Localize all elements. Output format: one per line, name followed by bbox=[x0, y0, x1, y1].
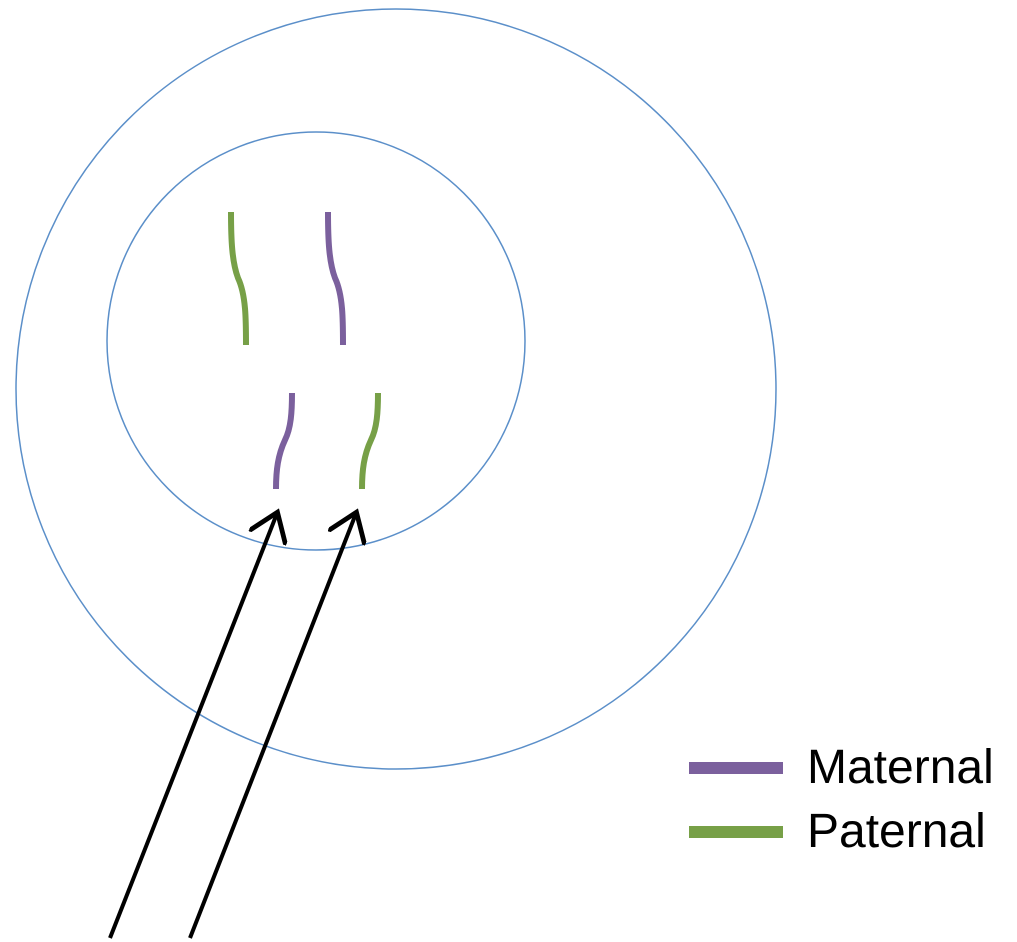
arrow-to-maternal-chromosome bbox=[110, 516, 276, 938]
paternal-chromosome-upper bbox=[231, 212, 246, 345]
paternal-chromosome-lower bbox=[362, 393, 378, 489]
legend-maternal-swatch bbox=[689, 762, 783, 774]
arrow-to-paternal-chromosome bbox=[190, 516, 355, 938]
nucleus-membrane bbox=[107, 132, 525, 550]
legend-paternal-swatch bbox=[689, 826, 783, 838]
legend-paternal-label: Paternal bbox=[807, 808, 986, 856]
legend-maternal: Maternal bbox=[689, 744, 994, 792]
maternal-chromosome-lower bbox=[276, 393, 292, 489]
maternal-chromosome-upper bbox=[328, 212, 343, 345]
legend-maternal-label: Maternal bbox=[807, 744, 994, 792]
legend-paternal: Paternal bbox=[689, 808, 986, 856]
cell-membrane bbox=[16, 9, 776, 769]
